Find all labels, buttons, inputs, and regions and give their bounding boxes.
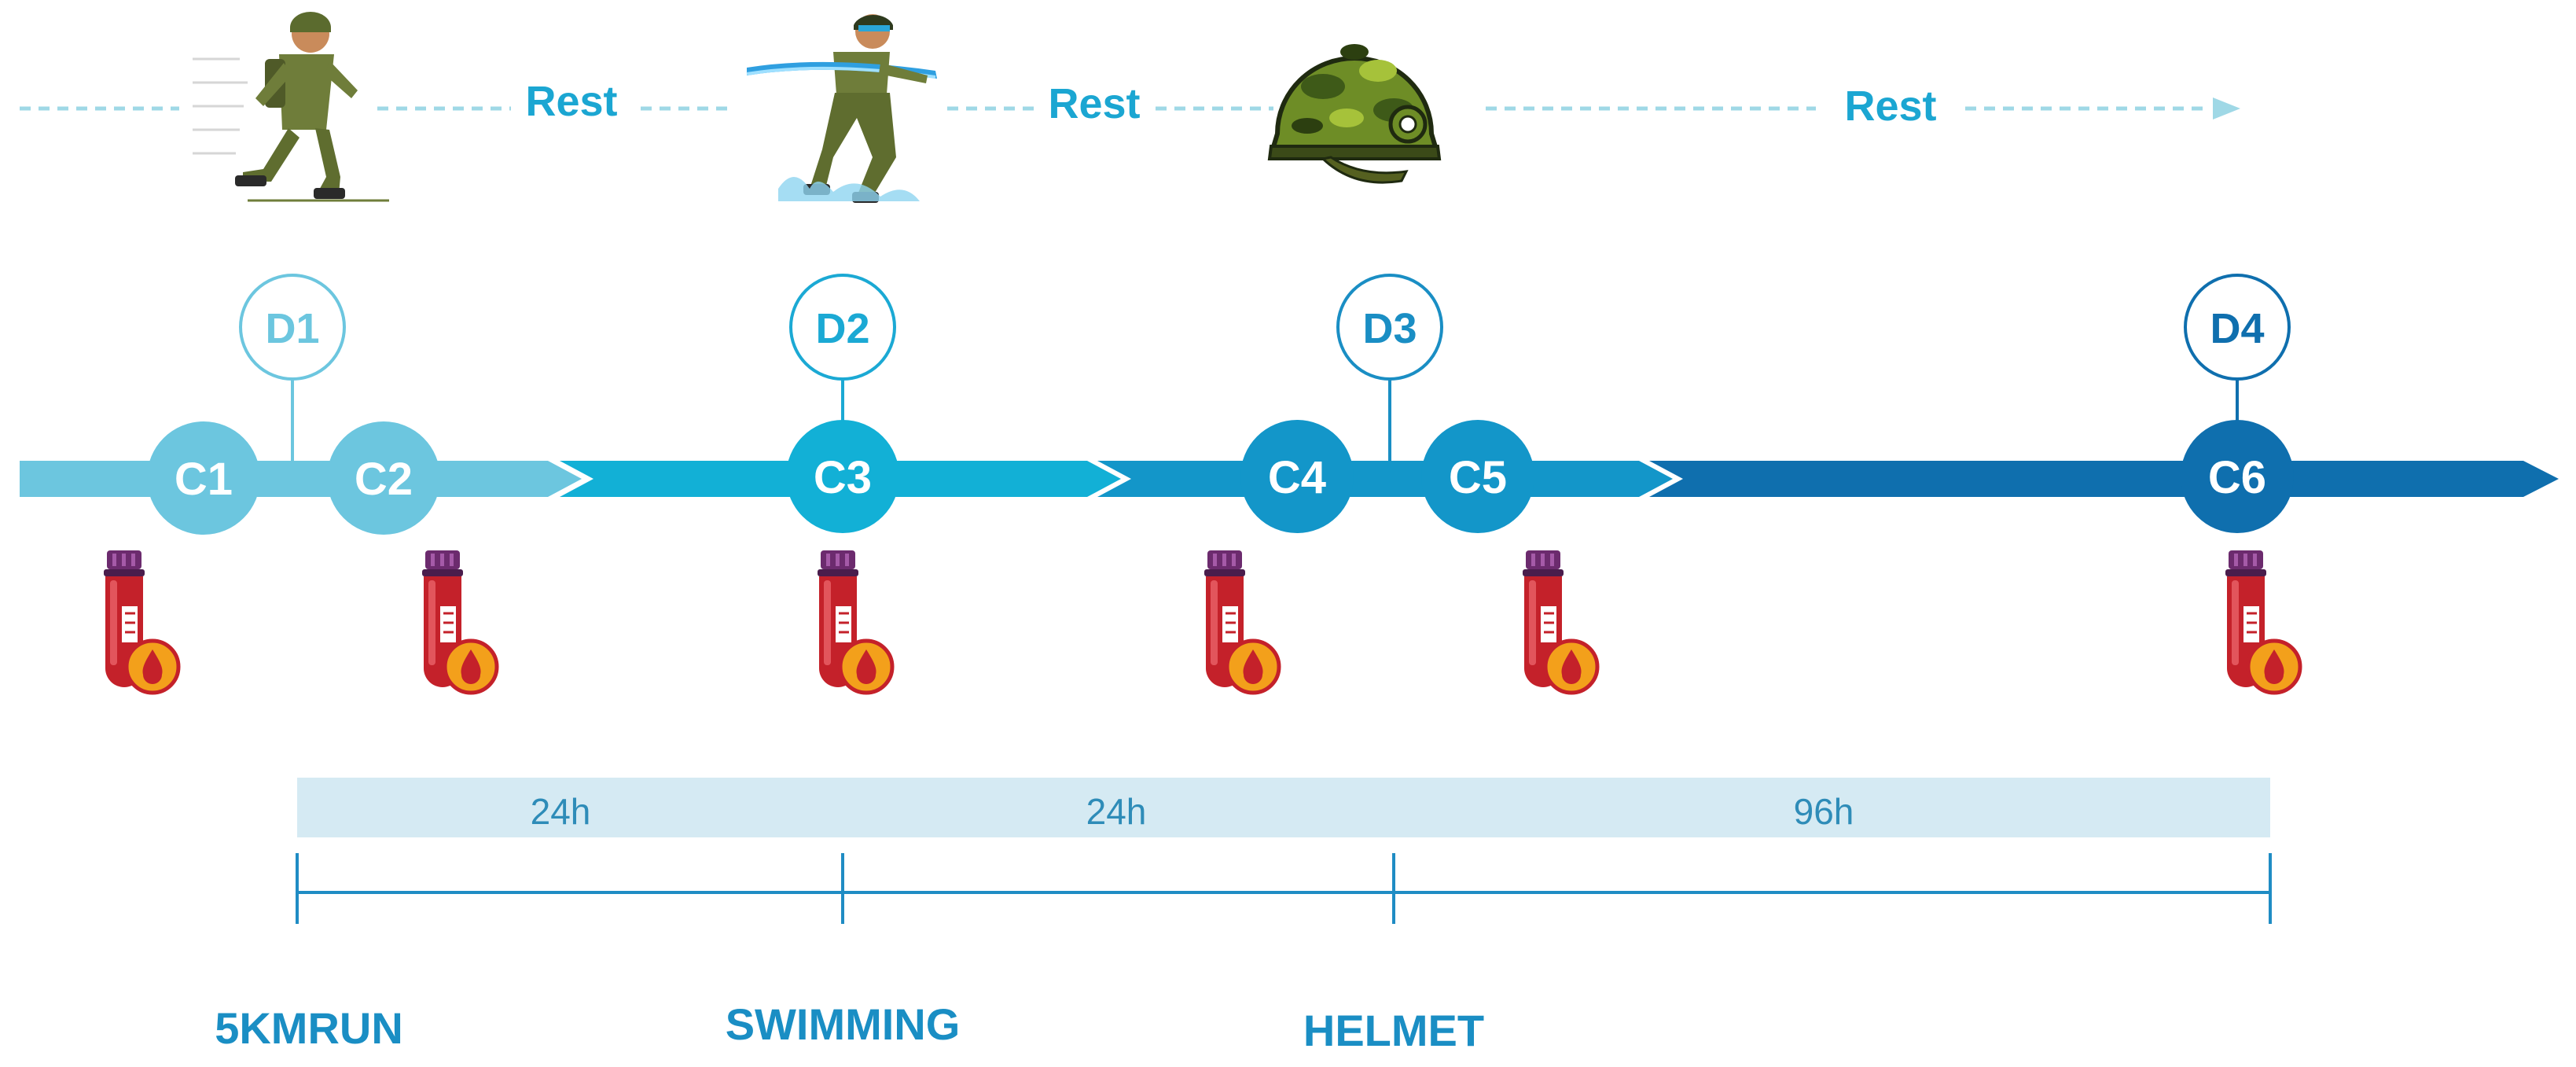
interval-band-background [297,778,2270,837]
arrow-segment-3 [1097,461,1673,497]
interval-label: 96h [1794,791,1854,832]
interval-label: 24h [531,791,591,832]
collection-circle-c6 [2181,420,2294,533]
rest-timeline: Rest Rest Rest [20,78,2240,130]
day-label: D4 [2210,305,2264,352]
collection-label: C3 [814,452,872,503]
collection-label: C6 [2208,452,2266,503]
activity-labels: 5KMRUN SWIMMING HELMET [215,999,1484,1055]
rest-label: Rest [1844,83,1936,130]
blood-sample-tube-icon [818,550,892,693]
day-label: D1 [265,305,319,352]
arrow-segment-4 [1649,461,2559,497]
running-soldier-icon [193,12,389,202]
activity-label-swimming: SWIMMING [726,999,961,1049]
activity-label-run: 5KMRUN [215,1003,403,1053]
blood-sample-tube-icon [104,550,178,693]
day-label: D2 [815,305,869,352]
collection-label: C4 [1268,452,1326,503]
day-marker-d2 [789,274,896,381]
collection-label: C1 [175,454,233,505]
arrow-segment-1 [20,461,582,497]
activity-label-helmet: HELMET [1303,1006,1484,1055]
rest-label: Rest [1048,80,1140,127]
blood-sample-tube-icon [1204,550,1279,693]
blood-sample-tube-icon [1523,550,1597,693]
time-axis [296,853,2272,924]
collection-label: C2 [355,454,413,505]
blood-sample-tube-icon [2225,550,2300,693]
day-marker-d4 [2184,274,2291,381]
collection-circle-c5 [1421,420,1534,533]
rest-arrowhead-icon [2213,98,2240,120]
collection-circle-c1 [147,421,260,535]
interval-label: 24h [1086,791,1147,832]
day-markers: D1 D2 D3 D4 [239,274,2291,461]
interval-band: 24h 24h 96h [297,778,2270,837]
blood-samples [104,550,2300,693]
swimming-soldier-icon [746,14,937,203]
collection-label: C5 [1449,452,1507,503]
collection-points: C1 C2 C3 C4 C5 C6 [147,420,2294,535]
camouflage-helmet-icon [1267,44,1442,184]
day-label: D3 [1362,305,1417,352]
day-marker-d1 [239,274,346,381]
blood-sample-tube-icon [422,550,497,693]
collection-circle-c3 [786,420,899,533]
collection-circle-c4 [1240,420,1354,533]
rest-label: Rest [525,78,617,125]
day-marker-d3 [1336,274,1443,381]
collection-circle-c2 [327,421,440,535]
